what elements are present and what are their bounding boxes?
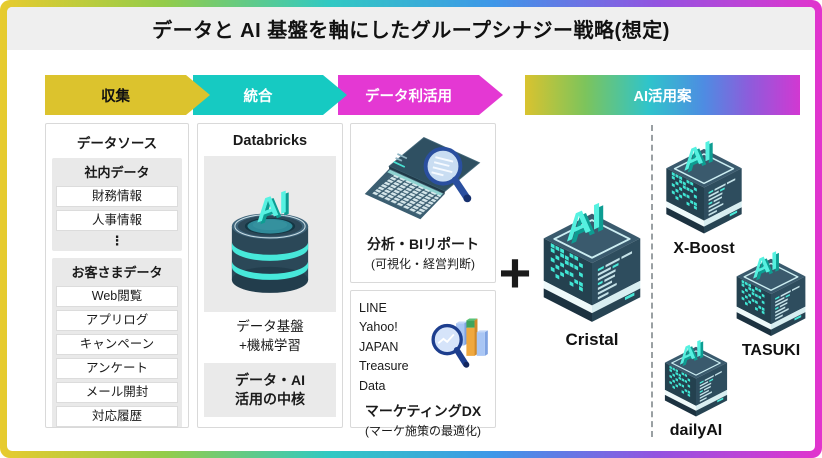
platform-core-box: データ・AI 活用の中核 [204, 362, 336, 417]
platform-panel: Databricks データ基盤 +機械学習 データ・AI 活用の中核 [197, 123, 343, 428]
datasource-item: 対応履歴 [56, 406, 178, 427]
ai-cube-icon [658, 125, 750, 239]
product-cristal: Cristal [533, 183, 651, 350]
laptop-analysis-icon [363, 134, 483, 228]
flow-step-utilize: データ利活用 [338, 75, 503, 115]
ellipsis-more: ⋮ [110, 233, 124, 248]
marketing-title: マーケティングDX [364, 402, 482, 419]
company-line: Yahoo! JAPAN [359, 320, 399, 354]
product-cristal-label: Cristal [565, 330, 619, 349]
datasource-item: 財務情報 [56, 186, 178, 207]
group-header-customer: お客さまデータ [71, 265, 163, 280]
bi-title: 分析・BIリポート [367, 236, 479, 252]
group-header-internal: 社内データ [84, 165, 150, 180]
marketing-row: LINE Yahoo! JAPAN Treasure Data [351, 291, 495, 396]
marketing-subtitle: (マーケ施策の最適化) [365, 423, 481, 438]
datasource-item: 人事情報 [56, 210, 178, 231]
product-dailyai-label: dailyAI [669, 422, 723, 439]
ai-database-icon [218, 159, 322, 309]
platform-caption: データ基盤 +機械学習 [198, 312, 342, 356]
database-illustration-panel [204, 156, 336, 312]
flow-step-integrate: 統合 [193, 75, 347, 115]
platform-title: Databricks [232, 133, 308, 149]
datasource-item: キャンペーン [56, 334, 178, 355]
product-tasuki-label: TASUKI [741, 342, 801, 359]
datasource-panel: データソース 社内データ 財務情報 人事情報 ⋮ お客さまデータ Web閲覧 ア… [45, 123, 189, 428]
company-line: LINE [359, 301, 387, 315]
marketing-panel: LINE Yahoo! JAPAN Treasure Data マーケティングD… [350, 290, 496, 438]
flow-ai-usage-label: AI活用案 [633, 88, 692, 105]
flow-ai-usage-banner: AI活用案 [525, 75, 800, 115]
flow-step-collect: 収集 [45, 75, 210, 115]
bi-subtitle: (可視化・経営判断) [371, 257, 475, 271]
flow-step-collect-label: 収集 [101, 88, 130, 105]
datasource-group-internal: 社内データ 財務情報 人事情報 ⋮ [52, 158, 182, 251]
company-line: Treasure Data [359, 359, 409, 393]
platform-caption-line2: +機械学習 [239, 337, 301, 353]
ai-cube-icon [729, 237, 813, 341]
bi-panel: 分析・BIリポート (可視化・経営判断) [350, 123, 496, 283]
datasource-group-customer: お客さまデータ Web閲覧 アプリログ キャンペーン アンケート メール開封 対… [52, 258, 182, 428]
datasource-item: Web閲覧 [56, 286, 178, 307]
marketing-companies: LINE Yahoo! JAPAN Treasure Data [359, 299, 425, 396]
ai-cube-icon [533, 183, 651, 329]
plus-sign: + [498, 241, 532, 304]
product-dailyai: dailyAI [658, 327, 734, 440]
flow-step-integrate-label: 統合 [243, 88, 273, 105]
ellipsis-more: ⋮ [56, 427, 178, 428]
datasource-item: メール開封 [56, 382, 178, 403]
datasource-item: アンケート [56, 358, 178, 379]
flow-step-utilize-label: データ利活用 [365, 88, 452, 105]
page-title: データと AI 基盤を軸にしたグループシナジー戦略(想定) [152, 20, 670, 42]
title-banner: データと AI 基盤を軸にしたグループシナジー戦略(想定) [7, 7, 815, 50]
product-tasuki: TASUKI [729, 237, 813, 360]
platform-core-line2: 活用の中核 [235, 390, 305, 407]
datasource-title: データソース [76, 136, 158, 151]
product-xboost: X-Boost [658, 125, 750, 258]
chart-magnifier-icon [425, 313, 493, 381]
ai-cube-icon [658, 327, 734, 421]
platform-core-line1: データ・AI [235, 371, 305, 388]
dashed-separator [651, 125, 653, 437]
slide-canvas: データと AI 基盤を軸にしたグループシナジー戦略(想定) 収集 統合 データ利… [7, 7, 815, 451]
platform-caption-line1: データ基盤 [236, 319, 304, 334]
datasource-item: アプリログ [56, 310, 178, 331]
product-xboost-label: X-Boost [673, 240, 735, 257]
